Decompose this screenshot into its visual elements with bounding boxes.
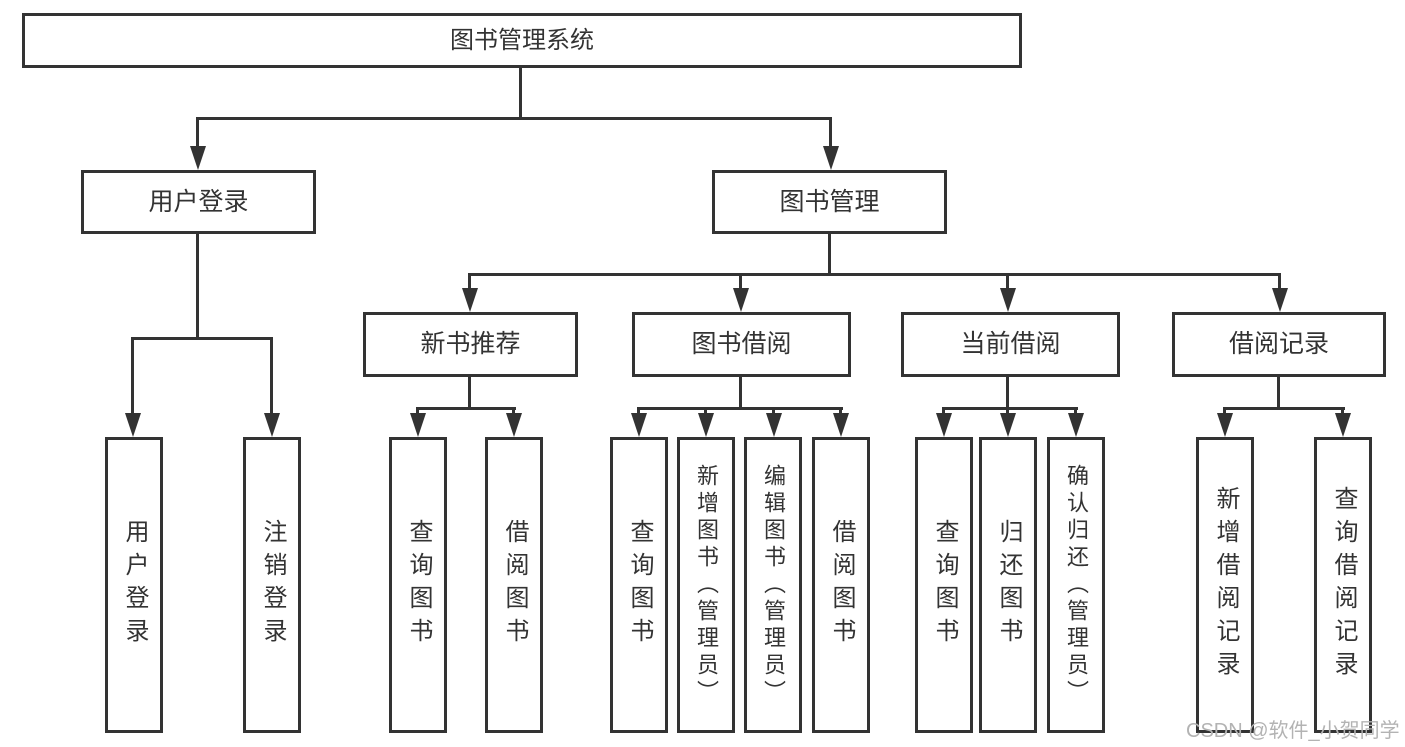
connector-shaft [468,273,471,290]
node-borrow-record: 借阅记录 [1172,312,1386,377]
connector-shaft [1074,407,1077,417]
node-label: 编辑图书（管理员） [761,463,786,707]
node-label: 用户登录 [148,187,249,216]
leaf-query-book-recommend: 查询图书 [389,437,447,733]
node-label: 新书推荐 [420,330,521,358]
node-label: 图书管理 [779,187,880,216]
leaf-query-book-borrow: 查询图书 [610,437,668,733]
leaf-confirm-return-admin: 确认归还（管理员） [1047,437,1105,733]
node-label: 借阅图书 [828,519,855,651]
arrowhead-down-icon [264,413,280,437]
connector-shaft [704,407,707,417]
arrowhead-down-icon [1272,288,1288,312]
arrowhead-down-icon [833,413,849,437]
connector-current-borrow-stem [1006,377,1009,409]
node-label: 新增图书（管理员） [694,463,719,707]
connector-shaft [512,407,515,417]
node-label: 借阅图书 [501,519,528,651]
leaf-user-login: 用户登录 [105,437,163,733]
node-book-management: 图书管理 [712,170,947,234]
connector-user-login-bar [131,337,272,340]
arrowhead-down-icon [1217,413,1233,437]
leaf-add-book-admin: 新增图书（管理员） [677,437,735,733]
connector-book-borrow-stem [739,377,742,409]
connector-shaft [942,407,945,417]
arrowhead-down-icon [125,413,141,437]
node-label: 归还图书 [995,519,1022,651]
leaf-logout: 注销登录 [243,437,301,733]
leaf-borrow-book-recommend: 借阅图书 [485,437,543,733]
arrowhead-down-icon [766,413,782,437]
connector-shaft [637,407,640,417]
arrowhead-down-icon [698,413,714,437]
arrowhead-down-icon [631,413,647,437]
connector-shaft [416,407,419,417]
node-label: 查询图书 [405,519,432,651]
arrowhead-down-icon [410,413,426,437]
connector-new-book-bar [416,407,516,410]
node-label: 查询借阅记录 [1330,486,1357,684]
connector-book-mgmt-bar [468,273,1281,276]
connector-borrow-record-bar [1223,407,1345,410]
connector-shaft [270,337,273,415]
node-label: 确认归还（管理员） [1064,463,1089,707]
leaf-add-borrow-record: 新增借阅记录 [1196,437,1254,733]
connector-shaft [1341,407,1344,417]
node-label: 用户登录 [121,519,148,651]
leaf-borrow-book: 借阅图书 [812,437,870,733]
arrowhead-down-icon [1000,288,1016,312]
connector-shaft [1006,273,1009,290]
connector-shaft [1006,407,1009,417]
node-label: 注销登录 [259,519,286,651]
connector-shaft [1223,407,1226,417]
connector-new-book-stem [468,377,471,409]
connector-shaft [829,117,832,148]
node-new-book-recommend: 新书推荐 [363,312,578,377]
connector-user-login-stem [196,234,199,337]
connector-root-bar [196,117,832,120]
connector-root-stem [519,68,522,117]
connector-shaft [131,337,134,415]
node-label: 图书管理系统 [450,26,594,54]
node-label: 查询图书 [931,519,958,651]
connector-shaft [1278,273,1281,290]
node-library-management-system: 图书管理系统 [22,13,1022,68]
arrowhead-down-icon [190,146,206,170]
node-label: 当前借阅 [960,330,1061,358]
node-label: 查询图书 [626,519,653,651]
node-label: 借阅记录 [1228,330,1329,358]
arrowhead-down-icon [1068,413,1084,437]
leaf-edit-book-admin: 编辑图书（管理员） [744,437,802,733]
csdn-watermark: CSDN @软件_小贺同学 [1186,720,1400,742]
node-current-borrow: 当前借阅 [901,312,1120,377]
connector-current-borrow-bar [942,407,1078,410]
connector-shaft [196,117,199,148]
arrowhead-down-icon [462,288,478,312]
arrowhead-down-icon [823,146,839,170]
connector-book-mgmt-stem [828,234,831,275]
connector-shaft [839,407,842,417]
node-user-login: 用户登录 [81,170,316,234]
node-label: 新增借阅记录 [1212,486,1239,684]
node-book-borrow: 图书借阅 [632,312,851,377]
connector-book-borrow-bar [637,407,843,410]
leaf-return-book: 归还图书 [979,437,1037,733]
arrowhead-down-icon [1335,413,1351,437]
leaf-query-book-current: 查询图书 [915,437,973,733]
arrowhead-down-icon [936,413,952,437]
connector-borrow-record-stem [1277,377,1280,409]
leaf-query-borrow-record: 查询借阅记录 [1314,437,1372,733]
arrowhead-down-icon [733,288,749,312]
connector-shaft [772,407,775,417]
connector-shaft [739,273,742,290]
arrowhead-down-icon [506,413,522,437]
arrowhead-down-icon [1000,413,1016,437]
node-label: 图书借阅 [691,330,792,358]
